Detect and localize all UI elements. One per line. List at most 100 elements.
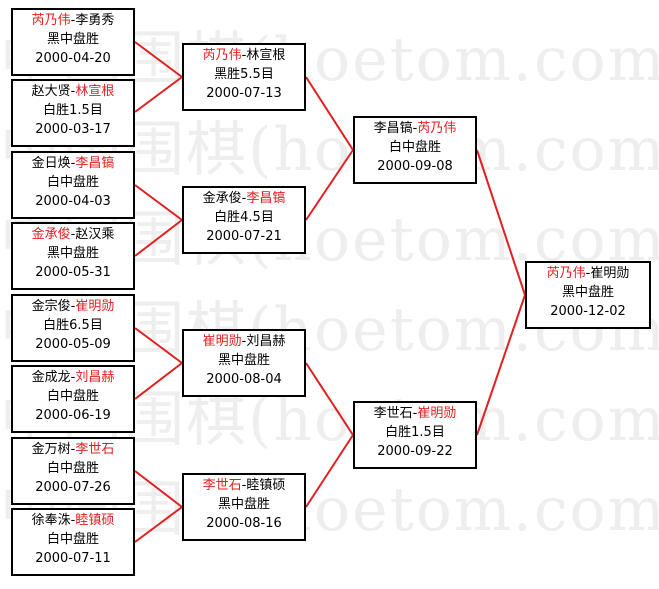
date: 2000-07-21	[206, 229, 282, 244]
players-line: 金日焕-李昌镐	[31, 156, 115, 171]
result: 白胜6.5目	[43, 318, 103, 333]
result: 白中盘胜	[388, 140, 441, 155]
connector-line	[476, 149, 526, 296]
player-1: 李世石	[373, 406, 413, 421]
player-2: 睦镇硕	[75, 513, 115, 528]
match-box-final: 芮乃伟-崔明勋 黑中盘胜 2000-12-02	[525, 261, 651, 329]
match-box-round2-4: 李世石-睦镇硕 黑中盘胜 2000-08-16	[182, 473, 306, 541]
player-2: 刘昌赫	[75, 370, 115, 385]
player-2: 赵汉乘	[75, 227, 115, 242]
player-1: 金日焕	[31, 156, 71, 171]
date: 2000-07-13	[206, 86, 282, 101]
player-2: 李昌镐	[75, 156, 115, 171]
player-1: 崔明勋	[202, 334, 242, 349]
player-2: 刘昌赫	[246, 334, 286, 349]
date: 2000-03-17	[35, 122, 111, 137]
match-box-round1-3: 金日焕-李昌镐 白中盘胜 2000-04-03	[11, 151, 135, 219]
player-1: 金万树	[31, 442, 71, 457]
result: 黑中盘胜	[46, 246, 99, 261]
match-box-round1-6: 金成龙-刘昌赫 白中盘胜 2000-06-19	[11, 365, 135, 433]
player-2: 崔明勋	[417, 406, 457, 421]
player-1: 李世石	[202, 478, 242, 493]
player-1: 金宗俊	[31, 299, 71, 314]
connector-line	[134, 506, 183, 543]
match-box-round2-1: 芮乃伟-林宣根 黑胜5.5目 2000-07-13	[182, 43, 306, 111]
result: 黑中盘胜	[217, 353, 270, 368]
player-2: 李昌镐	[246, 191, 286, 206]
result: 白中盘胜	[46, 175, 99, 190]
player-2: 林宣根	[75, 84, 115, 99]
date: 2000-06-19	[35, 408, 111, 423]
result: 白胜4.5目	[214, 210, 274, 225]
date: 2000-04-20	[35, 51, 111, 66]
result: 黑胜5.5目	[214, 67, 274, 82]
player-2: 崔明勋	[75, 299, 115, 314]
match-box-round1-5: 金宗俊-崔明勋 白胜6.5目 2000-05-09	[11, 294, 135, 362]
player-2: 芮乃伟	[417, 121, 457, 136]
players-line: 金宗俊-崔明勋	[31, 299, 115, 314]
date: 2000-08-16	[206, 516, 282, 531]
players-line: 芮乃伟-李勇秀	[31, 13, 115, 28]
players-line: 金承俊-李昌镐	[202, 191, 286, 206]
match-box-round2-2: 金承俊-李昌镐 白胜4.5目 2000-07-21	[182, 186, 306, 254]
players-line: 李昌镐-芮乃伟	[373, 121, 457, 136]
player-1: 李昌镐	[373, 121, 413, 136]
player-1: 金承俊	[202, 191, 242, 206]
result: 黑中盘胜	[561, 285, 614, 300]
player-1: 金承俊	[31, 227, 71, 242]
match-box-round1-2: 赵大贤-林宣根 白胜1.5目 2000-03-17	[11, 79, 135, 147]
date: 2000-07-11	[35, 551, 111, 566]
match-box-round1-8: 徐奉洙-睦镇硕 白中盘胜 2000-07-11	[11, 508, 135, 576]
player-2: 睦镇硕	[246, 478, 286, 493]
connector-line	[134, 184, 183, 221]
player-1: 赵大贤	[31, 84, 71, 99]
result: 白中盘胜	[46, 389, 99, 404]
date: 2000-08-04	[206, 372, 282, 387]
players-line: 赵大贤-林宣根	[31, 84, 115, 99]
player-1: 金成龙	[31, 370, 71, 385]
connector-line	[134, 470, 183, 508]
connector-line	[305, 76, 354, 151]
connector-line	[305, 149, 354, 221]
connector-line	[305, 434, 354, 508]
connector-line	[305, 362, 354, 436]
players-line: 李世石-睦镇硕	[202, 478, 286, 493]
match-box-round1-7: 金万树-李世石 白中盘胜 2000-07-26	[11, 437, 135, 505]
result: 白中盘胜	[46, 461, 99, 476]
result: 白胜1.5目	[385, 425, 445, 440]
match-box-semifinal-2: 李世石-崔明勋 白胜1.5目 2000-09-22	[353, 401, 477, 469]
player-2: 林宣根	[246, 48, 286, 63]
player-1: 徐奉洙	[31, 513, 71, 528]
match-box-round2-3: 崔明勋-刘昌赫 黑中盘胜 2000-08-04	[182, 329, 306, 397]
player-2: 李世石	[75, 442, 115, 457]
date: 2000-05-09	[35, 337, 111, 352]
result: 黑中盘胜	[217, 497, 270, 512]
player-1: 芮乃伟	[31, 13, 71, 28]
connector-line	[134, 76, 183, 113]
result: 白中盘胜	[46, 532, 99, 547]
date: 2000-05-31	[35, 265, 111, 280]
player-2: 李勇秀	[75, 13, 115, 28]
date: 2000-07-26	[35, 480, 111, 495]
match-box-semifinal-1: 李昌镐-芮乃伟 白中盘胜 2000-09-08	[353, 116, 477, 184]
player-1: 芮乃伟	[202, 48, 242, 63]
connector-line	[476, 294, 526, 436]
players-line: 芮乃伟-林宣根	[202, 48, 286, 63]
players-line: 金成龙-刘昌赫	[31, 370, 115, 385]
result: 白胜1.5目	[43, 103, 103, 118]
result: 黑中盘胜	[46, 32, 99, 47]
date: 2000-04-03	[35, 194, 111, 209]
players-line: 芮乃伟-崔明勋	[546, 266, 630, 281]
date: 2000-09-08	[377, 159, 453, 174]
players-line: 李世石-崔明勋	[373, 406, 457, 421]
connector-line	[134, 327, 183, 364]
match-box-round1-1: 芮乃伟-李勇秀 黑中盘胜 2000-04-20	[11, 8, 135, 76]
players-line: 金承俊-赵汉乘	[31, 227, 115, 242]
connector-line	[134, 362, 183, 400]
players-line: 崔明勋-刘昌赫	[202, 334, 286, 349]
player-2: 崔明勋	[590, 266, 630, 281]
players-line: 金万树-李世石	[31, 442, 115, 457]
connector-line	[134, 219, 183, 257]
match-box-round1-4: 金承俊-赵汉乘 黑中盘胜 2000-05-31	[11, 222, 135, 290]
